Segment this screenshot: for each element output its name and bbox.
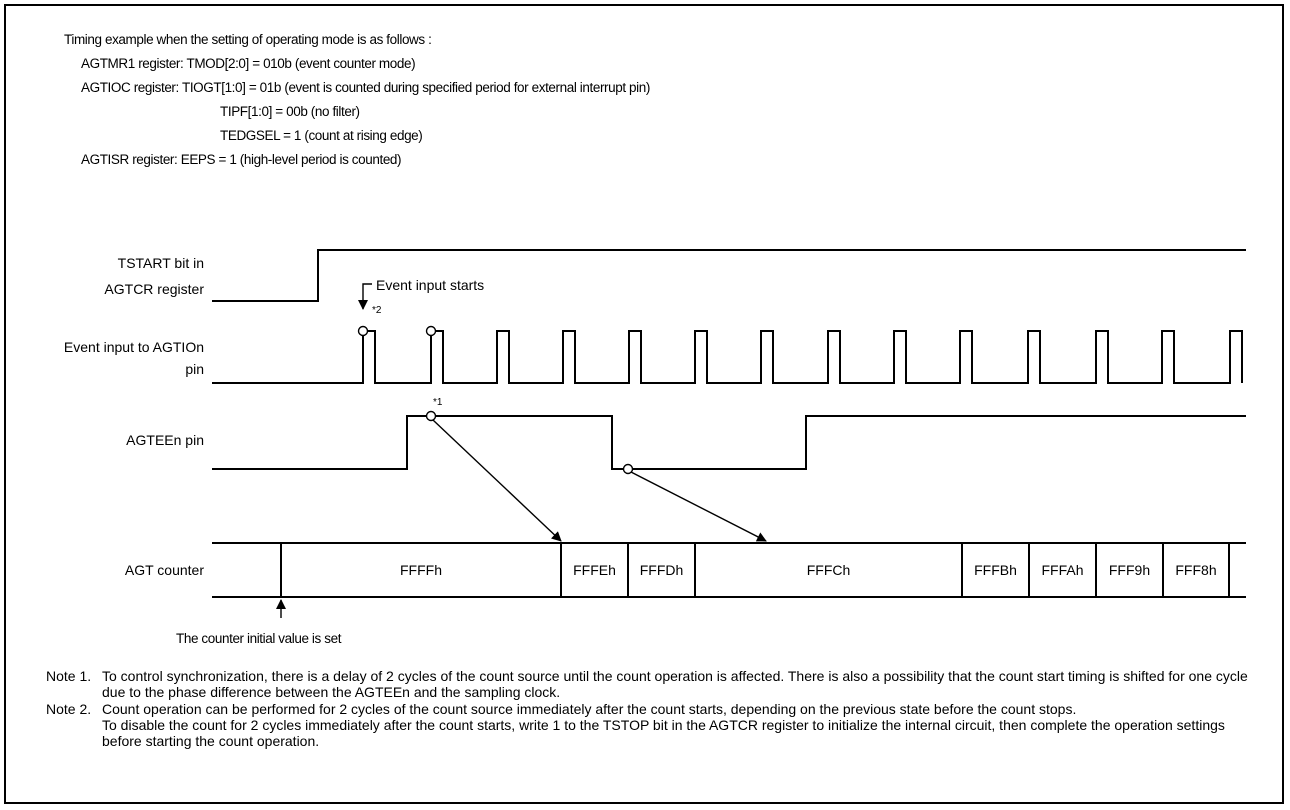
counter-value-8: FFF8h — [1175, 562, 1216, 578]
note-1: Note 1. To control synchronization, ther… — [46, 668, 1261, 701]
count-start-delay-arrow — [432, 419, 562, 542]
settings-agtisr: AGTISR register: EEPS = 1 (high-level pe… — [81, 152, 402, 167]
note-2: Note 2. Count operation can be performed… — [46, 701, 1261, 750]
tstart-label-line2: AGTCR register — [104, 281, 204, 297]
event-input-label-line2: pin — [185, 361, 204, 377]
settings-tedgsel: TEDGSEL = 1 (count at rising edge) — [220, 128, 423, 143]
counter-value-1: FFFFh — [400, 562, 442, 578]
counter-value-4: FFFCh — [807, 562, 851, 578]
agteen-waveform — [212, 415, 1246, 470]
initial-value-label: The counter initial value is set — [176, 631, 342, 646]
counter-value-3: FFFDh — [640, 562, 684, 578]
counter-value-2: FFFEh — [573, 562, 616, 578]
tstart-waveform — [212, 249, 1246, 302]
event-input-starts-arrow — [358, 283, 372, 310]
event-input-label-line1: Event input to AGTIOn — [64, 339, 204, 355]
settings-tipf: TIPF[1:0] = 00b (no filter) — [220, 104, 360, 119]
note-1-text: To control synchronization, there is a d… — [102, 668, 1248, 701]
notes: Note 1. To control synchronization, ther… — [46, 668, 1261, 749]
counter-value-7: FFF9h — [1109, 562, 1150, 578]
note-1-label: Note 1. — [46, 668, 92, 684]
ref1-mark: *1 — [433, 397, 443, 408]
note-2-label: Note 2. — [46, 700, 92, 717]
edge-marker-event-2 — [425, 325, 437, 337]
tstart-label-line1: TSTART bit in — [118, 255, 204, 271]
count-stop-delay-arrow — [630, 471, 767, 542]
note-2-text-b: To disable the count for 2 cycles immedi… — [102, 716, 1225, 750]
event-input-waveform — [212, 330, 1243, 384]
edge-marker-event-1 — [357, 325, 369, 337]
counter-values: FFFFh FFFEh FFFDh FFFCh FFFBh FFFAh FFF9h FFF8h — [280, 543, 1230, 597]
edge-marker-agteen-fall — [622, 463, 634, 475]
event-input-starts-label: Event input starts — [376, 277, 484, 293]
settings-agtmr1: AGTMR1 register: TMOD[2:0] = 010b (event… — [81, 56, 416, 71]
edge-marker-agteen-rise — [425, 410, 437, 422]
note-2-text-a: Count operation can be performed for 2 c… — [102, 700, 1077, 717]
agteen-label: AGTEEn pin — [126, 432, 204, 448]
settings-heading: Timing example when the setting of opera… — [64, 32, 432, 47]
settings-agtioc: AGTIOC register: TIOGT[1:0] = 01b (event… — [81, 80, 650, 95]
figure-frame — [4, 4, 1284, 804]
agt-counter-label: AGT counter — [125, 562, 204, 578]
ref2-mark: *2 — [372, 305, 382, 316]
counter-value-5: FFFBh — [974, 562, 1017, 578]
counter-value-6: FFFAh — [1041, 562, 1083, 578]
